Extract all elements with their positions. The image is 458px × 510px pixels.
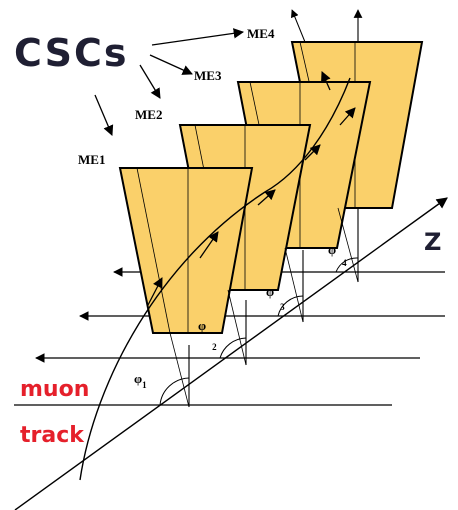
- projection-lines: [169, 207, 359, 408]
- track-hit-arrows: [147, 71, 356, 306]
- phi-4-label: φ4: [328, 242, 347, 268]
- muon-label: muon: [20, 377, 89, 402]
- label-me2: ME2: [135, 107, 162, 122]
- phi-1-label: φ1: [134, 371, 147, 390]
- phi-arcs: [159, 257, 359, 406]
- chamber-me1: [118, 167, 254, 334]
- label-me4: ME4: [247, 26, 275, 41]
- phi-2-label: φ2: [198, 318, 217, 352]
- label-arrows: [94, 28, 245, 136]
- track-label: track: [20, 423, 85, 448]
- phi-3-label: φ3: [266, 284, 285, 312]
- label-me3: ME3: [194, 68, 222, 83]
- title-cscs: CSCs: [14, 31, 128, 75]
- z-axis: [14, 197, 448, 510]
- muon-track-curve: [79, 77, 351, 481]
- label-me1: ME1: [78, 152, 105, 167]
- z-axis-label: Z: [424, 228, 441, 256]
